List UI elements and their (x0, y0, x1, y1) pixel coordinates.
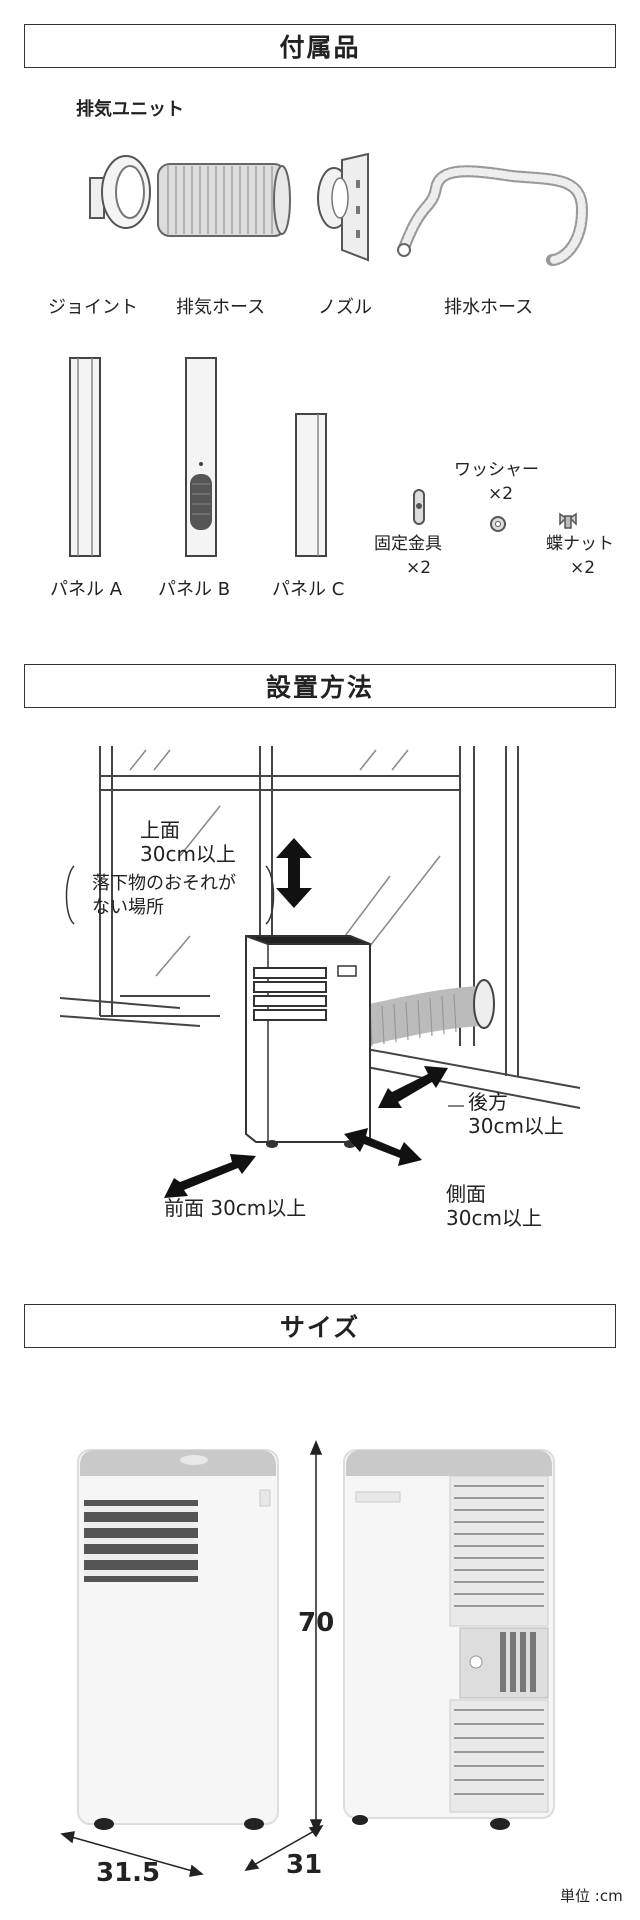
butterfly-nut-label: 蝶ナット (546, 534, 614, 554)
nozzle-illustration (317, 152, 369, 262)
rear-clearance-title: 後方 (468, 1090, 508, 1114)
washer-icon (490, 516, 506, 532)
depth-dimension: 31 (286, 1850, 323, 1880)
panel-a-label: パネル A (50, 579, 123, 600)
fixing-bracket-icon (413, 489, 425, 525)
size-header: サイズ (24, 1304, 616, 1348)
exhaust-hose-label: 排気ホース (176, 297, 266, 318)
exhaust-unit-label: 排気ユニット (76, 99, 184, 120)
size-title: サイズ (279, 1313, 361, 1342)
unit-back-illustration (343, 1449, 555, 1830)
panel-c-label: パネル C (272, 579, 345, 600)
washer-qty: ×2 (488, 484, 514, 504)
top-clearance-value: 30cm以上 (140, 842, 236, 866)
hazard-note-line2: ない場所 (92, 897, 164, 918)
panel-a-illustration (69, 357, 101, 557)
fixing-bracket-label: 固定金具 (374, 534, 442, 554)
accessories-header: 付属品 (24, 24, 616, 68)
joint-label: ジョイント (48, 297, 138, 318)
side-clearance-value: 30cm以上 (446, 1206, 542, 1230)
top-clearance-title: 上面 (140, 818, 180, 842)
joint-illustration (89, 155, 151, 229)
butterfly-nut-icon (559, 512, 577, 529)
washer-label: ワッシャー (454, 460, 539, 480)
installation-illustration (59, 746, 581, 1198)
panel-b-label: パネル B (158, 579, 231, 600)
front-clearance-label: 前面 30cm以上 (164, 1196, 307, 1220)
side-clearance-title: 側面 (446, 1182, 486, 1206)
panel-b-illustration (185, 357, 217, 557)
drain-hose-illustration (397, 165, 589, 266)
unit-note: 単位 :cm (560, 1887, 623, 1905)
drain-hose-label: 排水ホース (444, 297, 534, 318)
nozzle-label: ノズル (318, 297, 372, 318)
exhaust-hose-illustration (157, 163, 291, 237)
butterfly-nut-qty: ×2 (570, 558, 596, 578)
unit-front-illustration (77, 1449, 279, 1830)
rear-clearance-value: 30cm以上 (468, 1114, 564, 1138)
height-dimension: 70 (298, 1608, 335, 1638)
installation-title: 設置方法 (265, 673, 374, 702)
width-dimension: 31.5 (96, 1858, 161, 1888)
installation-header: 設置方法 (24, 664, 616, 708)
accessories-title: 付属品 (279, 33, 361, 62)
fixing-bracket-qty: ×2 (406, 558, 432, 578)
hazard-note-line1: 落下物のおそれが (92, 873, 236, 894)
panel-c-illustration (295, 413, 327, 557)
